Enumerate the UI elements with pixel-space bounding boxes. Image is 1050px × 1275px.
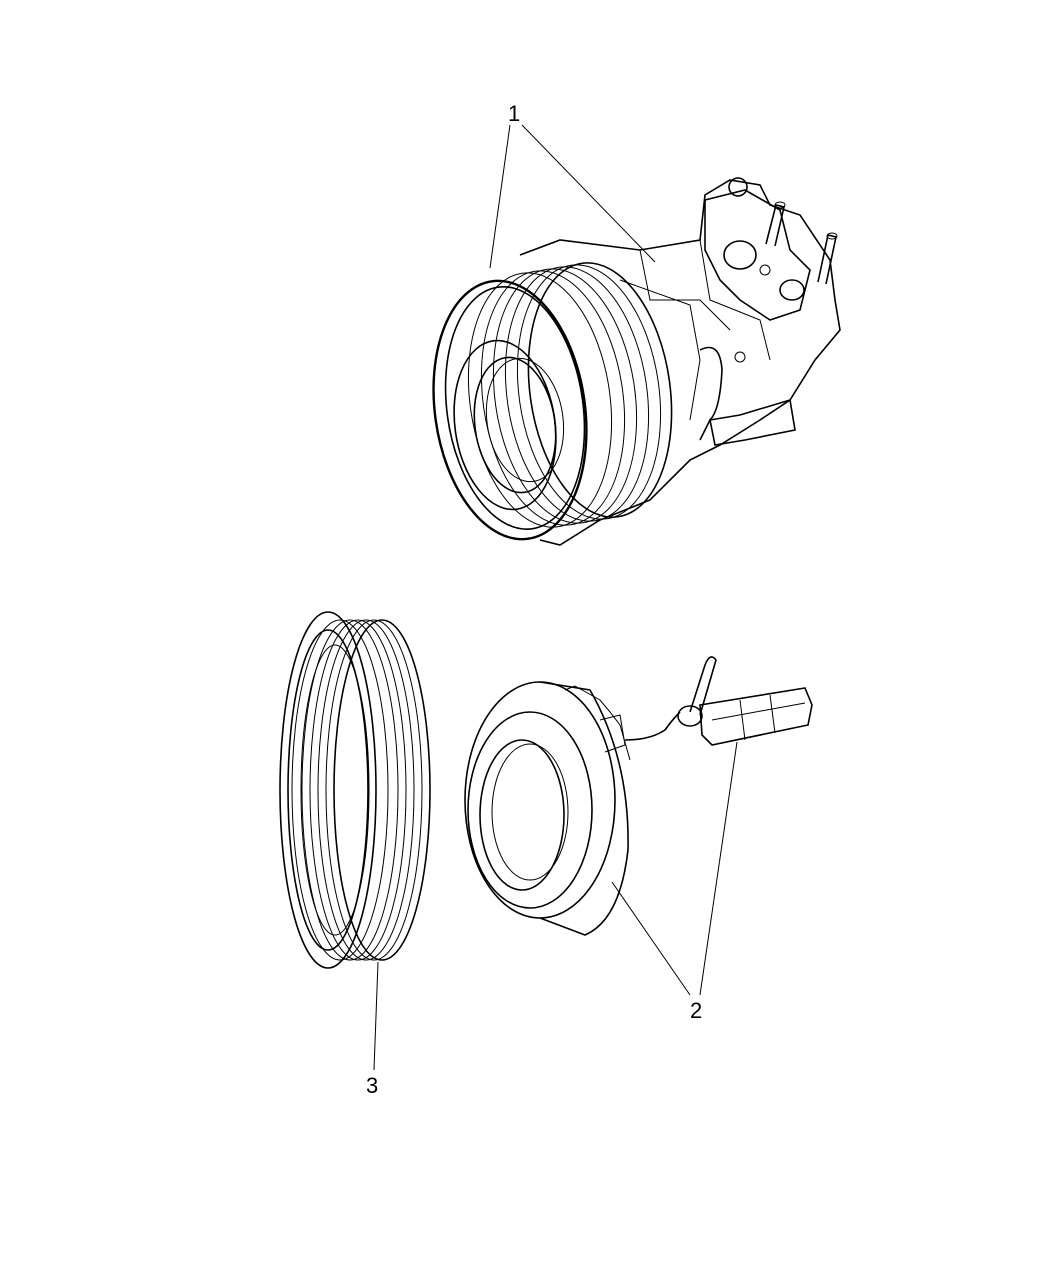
leader-line-2b	[699, 741, 738, 996]
callout-3: 3	[366, 1073, 379, 1098]
leader-line-1a	[489, 124, 511, 269]
leader-line-1b	[521, 124, 656, 263]
leader-lines	[373, 124, 738, 1071]
leader-line-2a	[611, 881, 691, 996]
compressor-assembly	[432, 177, 841, 546]
callout-2: 2	[690, 998, 703, 1023]
leader-line-3	[373, 961, 379, 1071]
pulley	[279, 611, 431, 969]
callout-1: 1	[508, 101, 521, 126]
clutch-coil	[464, 656, 813, 936]
